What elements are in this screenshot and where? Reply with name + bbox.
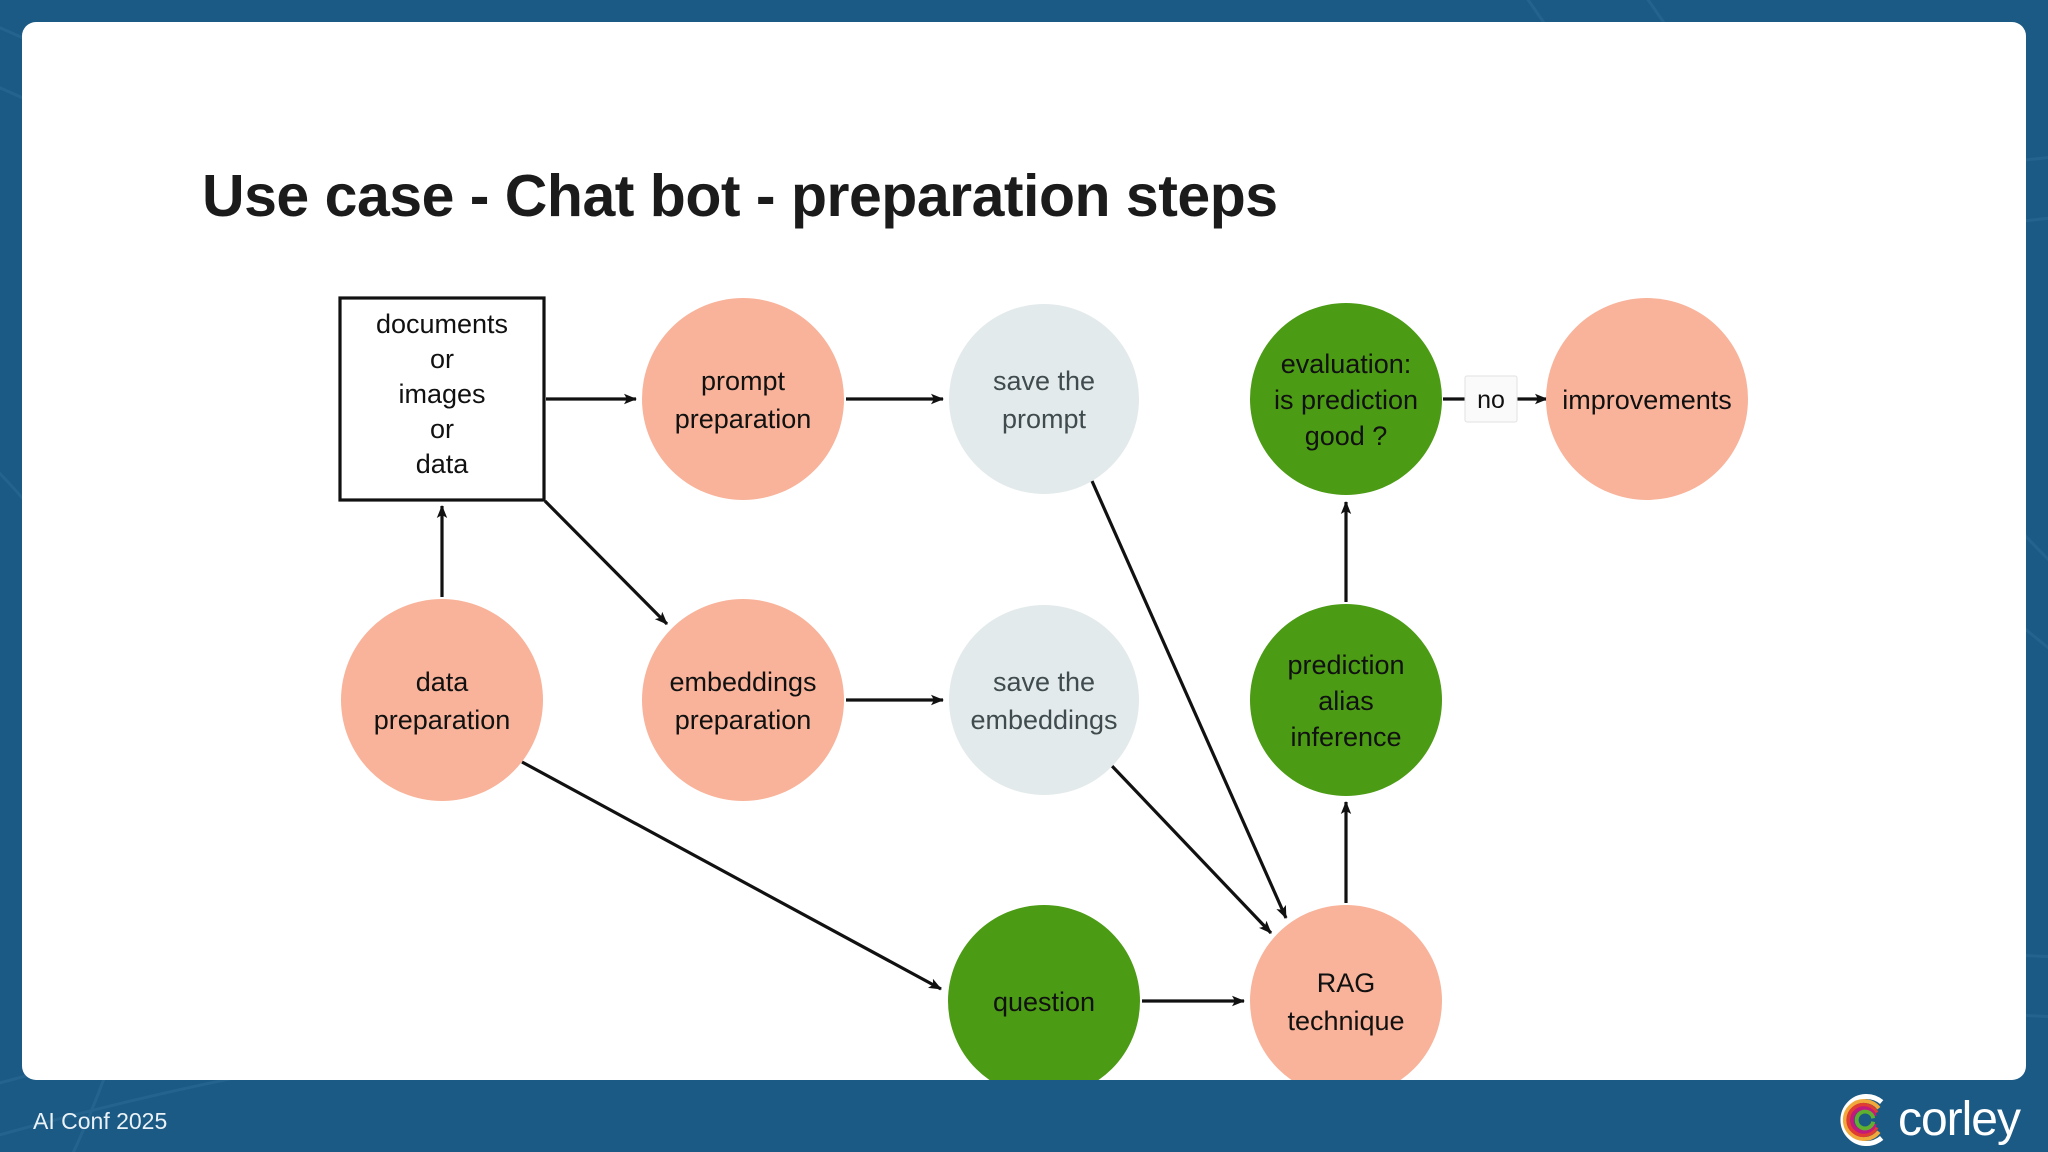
node-prompt-preparation-line-1: preparation: [675, 404, 812, 434]
node-embeddings-preparation-line-0: embeddings: [669, 667, 816, 697]
brand-logo: corley: [1838, 1092, 2021, 1148]
node-improvements[interactable]: improvements: [1546, 298, 1748, 500]
edge-source-to-embeddings-prep: [543, 499, 669, 626]
node-data-preparation[interactable]: data preparation: [341, 599, 543, 801]
node-rag-technique[interactable]: RAG technique: [1250, 905, 1442, 1080]
node-prompt-preparation-line-0: prompt: [701, 366, 786, 396]
node-question[interactable]: question: [948, 905, 1140, 1080]
node-evaluation[interactable]: evaluation: is prediction good ?: [1250, 303, 1442, 495]
node-source-line-0: documents: [376, 309, 508, 339]
node-save-the-embeddings-line-1: embeddings: [970, 705, 1117, 735]
edge-label-no-text: no: [1477, 386, 1505, 414]
node-question-line-0: question: [993, 987, 1095, 1017]
node-prediction-alias-inference-line-0: prediction: [1287, 650, 1404, 680]
node-save-the-embeddings[interactable]: save the embeddings: [949, 605, 1139, 795]
node-source-line-3: or: [430, 414, 454, 444]
node-source-line-1: or: [430, 344, 454, 374]
node-evaluation-line-2: good ?: [1305, 421, 1388, 451]
node-prompt-preparation[interactable]: prompt preparation: [642, 298, 844, 500]
node-save-the-prompt-line-0: save the: [993, 366, 1095, 396]
node-prediction-alias-inference-line-1: alias: [1318, 686, 1374, 716]
node-source-line-4: data: [416, 449, 470, 479]
node-data-preparation-line-0: data: [416, 667, 470, 697]
brand-wordmark: corley: [1897, 1093, 2021, 1146]
node-save-the-prompt-line-1: prompt: [1002, 404, 1087, 434]
node-data-preparation-line-1: preparation: [374, 705, 511, 735]
corley-mark-icon: [1840, 1093, 1884, 1147]
edge-group: [436, 393, 1548, 1007]
slide-card: Use case - Chat bot - preparation steps: [22, 22, 2026, 1080]
node-save-the-prompt[interactable]: save the prompt: [949, 304, 1139, 494]
node-rag-technique-line-1: technique: [1287, 1006, 1404, 1036]
node-source[interactable]: documents or images or data: [338, 296, 546, 502]
flowchart-diagram: no documents or images or data prompt pr…: [338, 296, 1748, 1080]
node-rag-technique-line-0: RAG: [1317, 968, 1376, 998]
node-embeddings-preparation-line-1: preparation: [675, 705, 812, 735]
edge-save-prompt-to-rag: [1090, 480, 1288, 919]
node-improvements-line-0: improvements: [1562, 385, 1732, 415]
node-embeddings-preparation[interactable]: embeddings preparation: [642, 599, 844, 801]
edge-label-no: no: [1464, 375, 1518, 423]
node-prediction-alias-inference[interactable]: prediction alias inference: [1250, 604, 1442, 796]
node-source-line-2: images: [398, 379, 485, 409]
node-prediction-alias-inference-line-2: inference: [1290, 722, 1401, 752]
node-evaluation-line-1: is prediction: [1274, 385, 1418, 415]
page-title: Use case - Chat bot - preparation steps: [202, 163, 1278, 229]
edge-data-prep-to-question: [521, 760, 942, 991]
node-save-the-embeddings-line-0: save the: [993, 667, 1095, 697]
node-evaluation-line-0: evaluation:: [1281, 349, 1412, 379]
edge-save-emb-to-rag: [1110, 764, 1273, 935]
footer-note: AI Conf 2025: [33, 1108, 168, 1134]
